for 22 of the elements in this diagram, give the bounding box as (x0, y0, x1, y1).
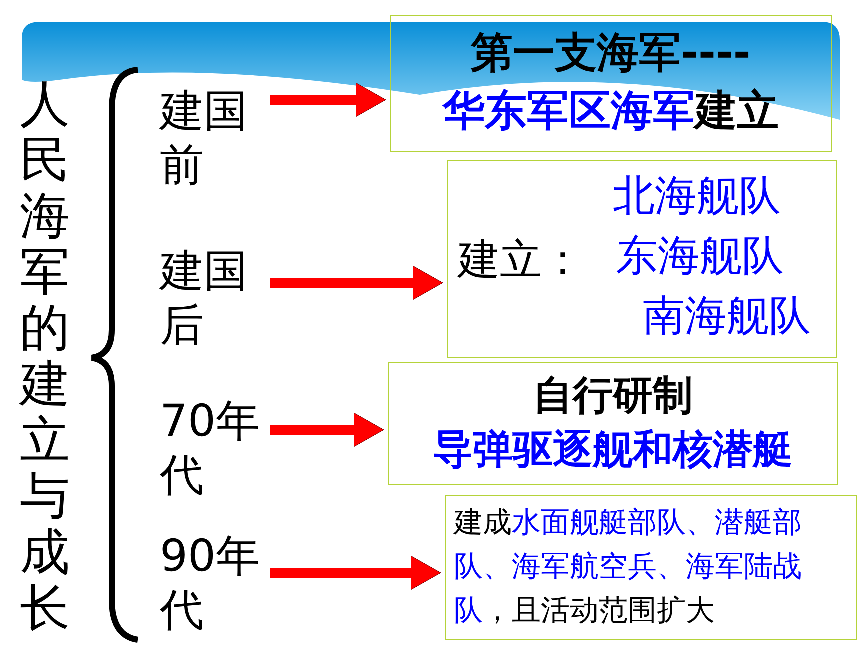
text-box (390, 15, 832, 152)
box-text: 华东军区海军建立 (441, 85, 780, 137)
period-label: 建国前 (160, 85, 270, 195)
arrow (270, 82, 386, 118)
fleet-name: 东海舰队 (616, 231, 784, 281)
arrow (270, 412, 384, 448)
box-heading: 自行研制 (532, 372, 694, 421)
box-text: 建成水面舰艇部队、潜艇部队、海军航空兵、海军陆战队，且活动范围扩大 (454, 504, 803, 629)
fleet-name: 北海舰队 (613, 171, 781, 221)
box-text: 建立： (458, 235, 584, 285)
arrow (270, 266, 444, 300)
box-text: 导弹驱逐舰和核潜艇 (432, 426, 794, 475)
period-label: 90年代 (160, 530, 270, 640)
text-box (445, 495, 857, 640)
text-box (447, 160, 837, 358)
period-label: 70年代 (160, 395, 270, 505)
vertical-heading: 人民海军的建立与成长 (14, 76, 76, 644)
arrow (270, 556, 442, 590)
text-box (388, 362, 838, 485)
box-heading: 第一支海军---- (470, 27, 752, 79)
period-label: 建国后 (160, 245, 270, 355)
fleet-name: 南海舰队 (643, 291, 811, 341)
